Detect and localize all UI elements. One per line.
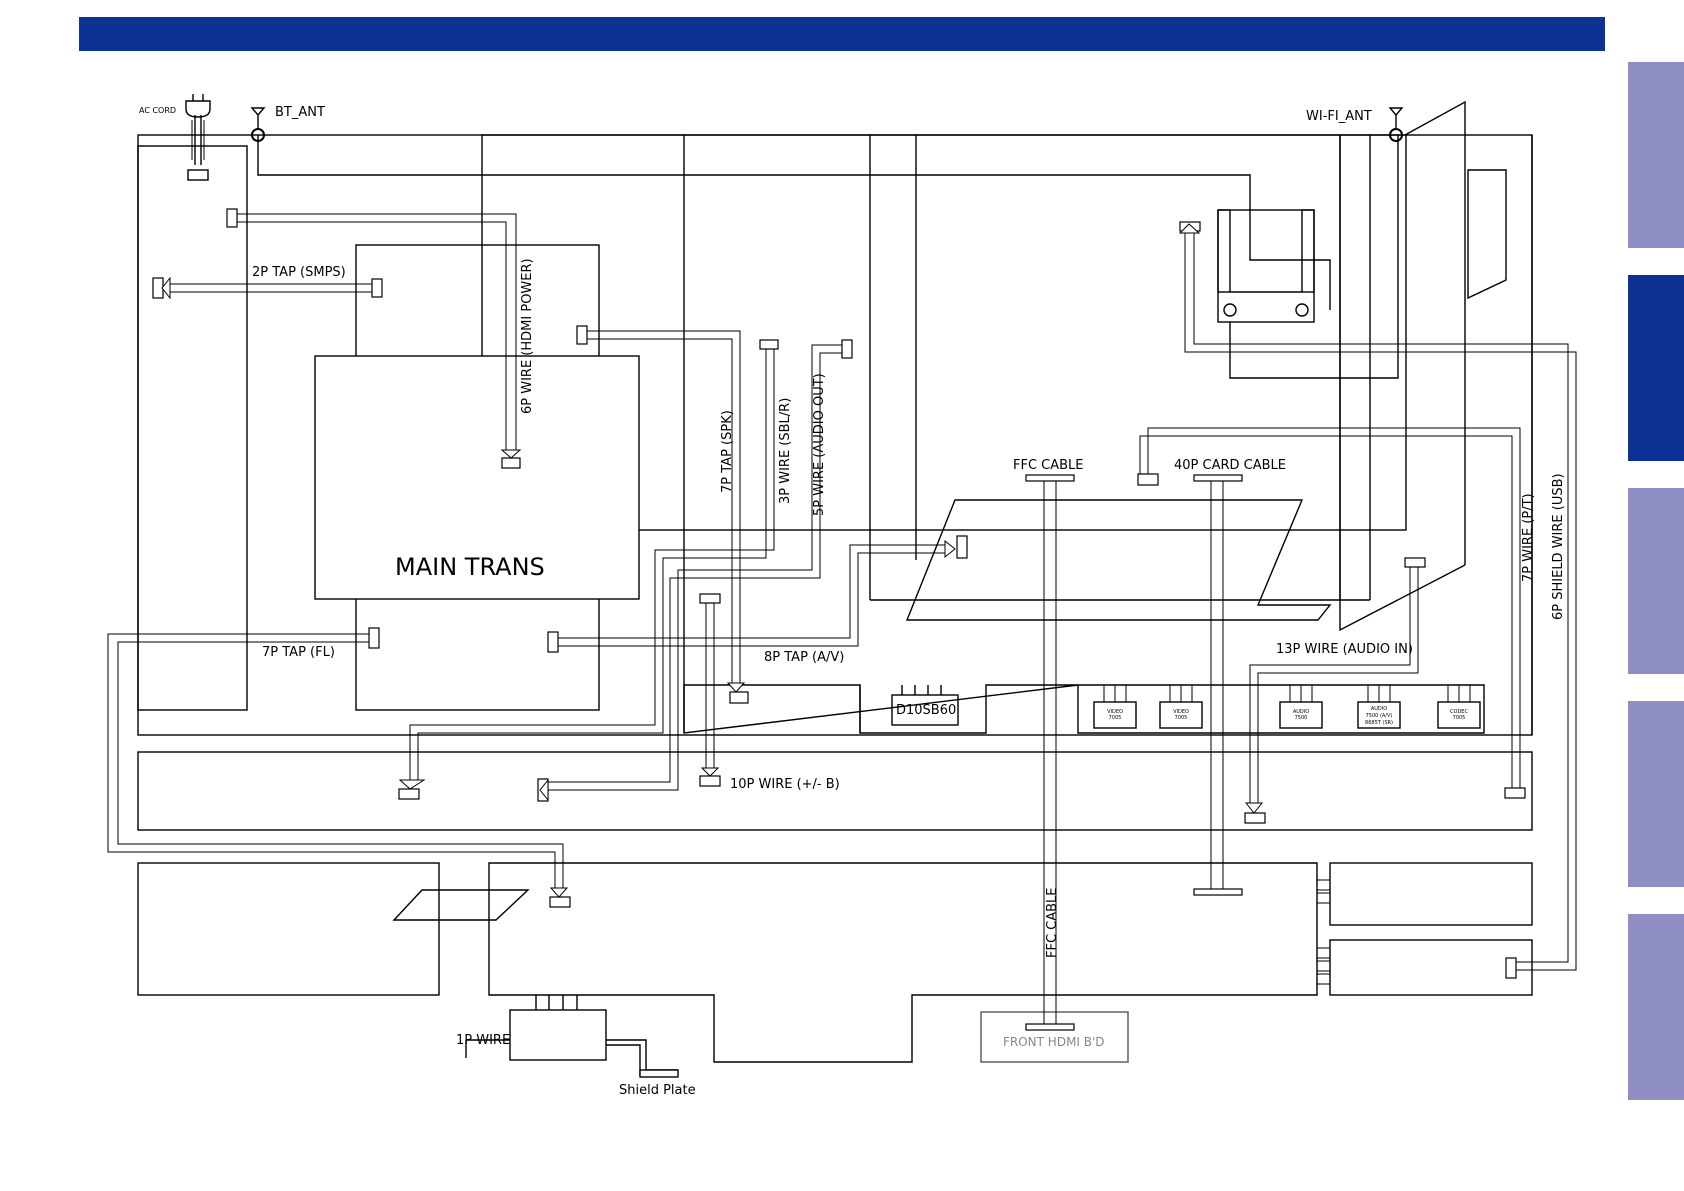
- ffc-cable-vertical-label: FFC CABLE: [1045, 887, 1060, 958]
- right-board-top: [1329, 862, 1533, 926]
- chip-5-line2: 7005: [1453, 715, 1466, 721]
- side-tab-4[interactable]: [1628, 701, 1684, 887]
- header-bar: [79, 17, 1605, 51]
- chip-5-line1: CODEC: [1450, 709, 1468, 715]
- bottom-main-board: [488, 862, 1318, 1063]
- right-board-bottom: [1329, 939, 1533, 996]
- chip-4-line3: 8685T (SR): [1365, 720, 1393, 726]
- chip-3-line2: 7500: [1295, 715, 1308, 721]
- main-trans-box: [314, 355, 640, 600]
- wire-13p-label: 13P WIRE (AUDIO IN): [1276, 642, 1413, 657]
- d10sb60-label: D10SB60: [896, 703, 956, 718]
- shield-box: [509, 1009, 607, 1061]
- wifi-ant-label: WI-FI_ANT: [1306, 109, 1372, 124]
- front-hdmi-label: FRONT HDMI B'D: [1003, 1035, 1105, 1049]
- shield-plate-label: Shield Plate: [619, 1083, 696, 1098]
- chip-3-line1: AUDIO: [1293, 709, 1309, 715]
- card-parallelogram: [905, 499, 1332, 621]
- tap-8p-av-label: 8P TAP (A/V): [764, 650, 844, 665]
- front-hdmi-board: [980, 1011, 1129, 1063]
- tap-7p-fl-label: 7P TAP (FL): [262, 645, 335, 660]
- bottom-left-board: [137, 862, 440, 996]
- side-tab-3[interactable]: [1628, 488, 1684, 674]
- ffc-cable-top-label: FFC CABLE: [1013, 458, 1084, 473]
- d10sb60-box: [891, 694, 959, 726]
- side-tab-strip: [1628, 62, 1684, 1102]
- wire-6p-usb-label: 6P SHIELD WIRE (USB): [1551, 473, 1566, 620]
- side-tab-5[interactable]: [1628, 914, 1684, 1100]
- chip-1-line1: VIDEO: [1107, 709, 1123, 715]
- card-cable-40p-label: 40P CARD CABLE: [1174, 458, 1286, 473]
- tap-2p-label: 2P TAP (SMPS): [252, 265, 346, 280]
- ac-cord-label: AC CORD: [139, 106, 176, 115]
- chip-2-line2: 7005: [1175, 715, 1188, 721]
- wire-6p-hdmi-label: 6P WIRE (HDMI POWER): [520, 258, 535, 414]
- chip-1-line2: 7005: [1109, 715, 1122, 721]
- main-trans-label: MAIN TRANS: [395, 553, 545, 581]
- side-tab-2[interactable]: [1628, 275, 1684, 461]
- chip-4-line1: AUDIO: [1371, 706, 1387, 712]
- wire-10p-label: 10P WIRE (+/- B): [730, 777, 840, 792]
- upper-main-board: [481, 134, 1407, 531]
- tap-7p-spk-label: 7P TAP (SPK): [720, 410, 735, 493]
- lower-main-board: [683, 684, 1485, 734]
- wire-7p-pt-label: 7P WIRE (P/T): [1521, 493, 1536, 582]
- bt-ant-label: BT_ANT: [275, 105, 325, 120]
- side-tab-1[interactable]: [1628, 62, 1684, 248]
- chip-2-line1: VIDEO: [1173, 709, 1189, 715]
- wire-1p-label: 1P WIRE: [456, 1033, 510, 1048]
- wire-5p-label: 5P WIRE (AUDIO OUT): [812, 373, 827, 516]
- chip-4-line2: 7500 (A/V): [1366, 713, 1393, 719]
- wire-3p-label: 3P WIRE (SBL/R): [778, 398, 793, 504]
- smps-board: [137, 145, 248, 711]
- rail-board: [137, 751, 1533, 831]
